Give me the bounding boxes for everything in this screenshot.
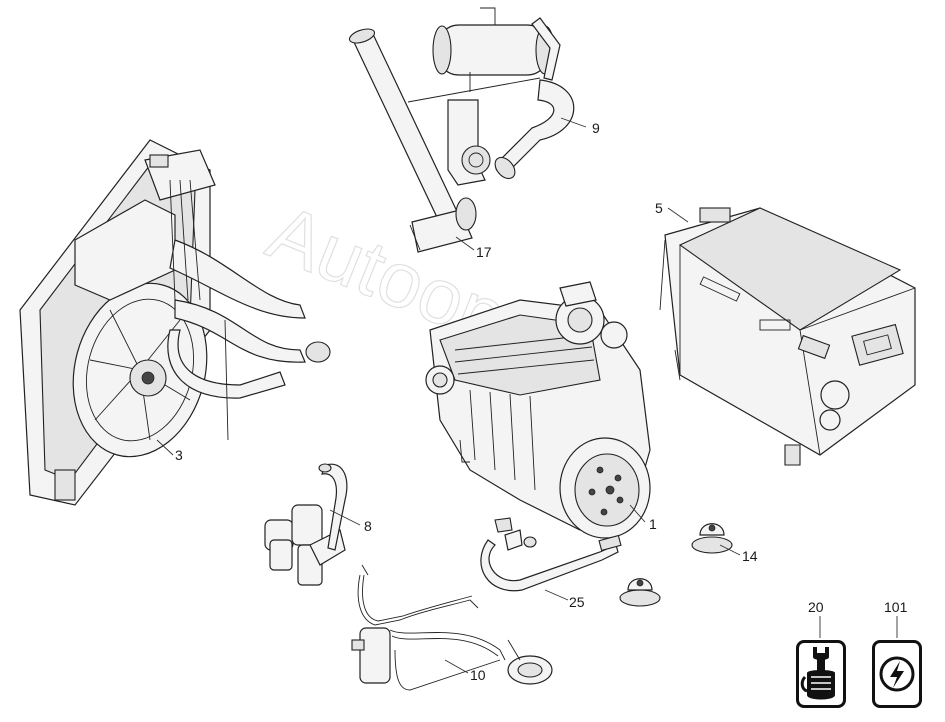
callout-9: 9 xyxy=(592,120,600,136)
radiator-assembly xyxy=(19,139,331,506)
electrical-icon-box[interactable] xyxy=(872,640,922,708)
leader-lines xyxy=(156,117,741,674)
callout-3: 3 xyxy=(175,447,183,463)
fuel-lines-assembly xyxy=(351,564,553,691)
callout-5: 5 xyxy=(655,200,663,216)
lightning-bolt-icon xyxy=(879,656,915,692)
fuel-filter-assembly xyxy=(264,463,348,586)
callout-17: 17 xyxy=(476,244,492,260)
engine-assembly xyxy=(425,281,651,539)
electrical-icon-number: 101 xyxy=(884,599,908,615)
control-box-assembly xyxy=(659,207,916,466)
callout-8: 8 xyxy=(364,518,372,534)
mechanic-fist-wrench-icon xyxy=(800,647,835,700)
callout-1: 1 xyxy=(649,516,657,532)
callout-labels: 9 17 5 3 1 8 14 25 10 xyxy=(175,120,758,683)
air-intake-assembly xyxy=(348,7,575,253)
callout-25: 25 xyxy=(569,594,585,610)
hose-25 xyxy=(480,517,622,592)
engine-mounts xyxy=(619,523,733,607)
callout-14: 14 xyxy=(742,548,758,564)
service-icon-box[interactable] xyxy=(796,640,846,708)
service-icon-number: 20 xyxy=(808,599,824,615)
callout-10: 10 xyxy=(470,667,486,683)
